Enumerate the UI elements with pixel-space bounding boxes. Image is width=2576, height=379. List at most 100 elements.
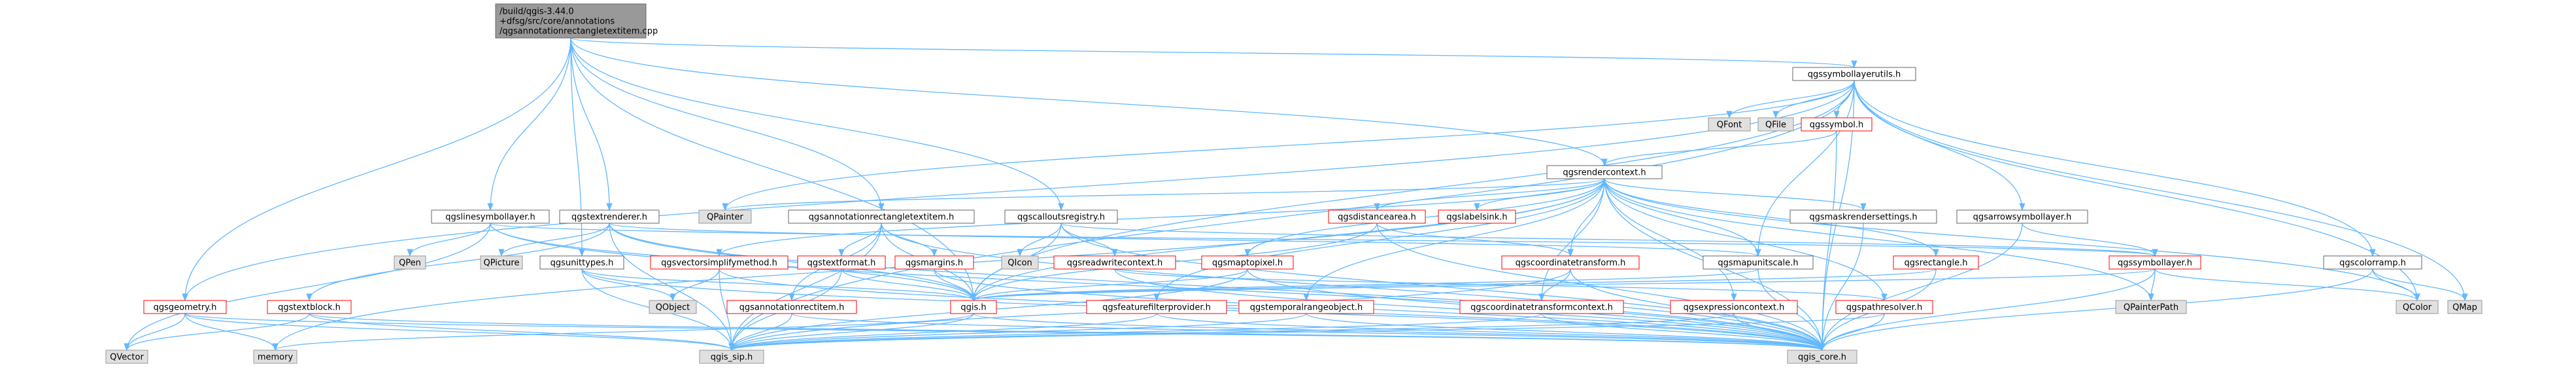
node-label: qgis_sip.h [711, 353, 753, 363]
edge-rendercontext-to-vectorsimplify [716, 178, 1605, 257]
edge-symbol-to-qgis_core [1819, 130, 1837, 352]
edge-rendercontext-to-QPainterPath [1604, 178, 2154, 302]
node-textrenderer[interactable]: qgstextrenderer.h [559, 209, 660, 224]
edge-rendercontext-to-temporalrange [1303, 178, 1605, 302]
node-maskrendersettings[interactable]: qgsmaskrendersettings.h [1789, 209, 1937, 224]
node-calloutsregistry[interactable]: qgscalloutsregistry.h [1004, 209, 1118, 224]
node-exprcontext[interactable]: qgsexpressioncontext.h [1670, 300, 1798, 314]
node-label: qgsdistancearea.h [1338, 213, 1416, 223]
edge-root-to-textrenderer [570, 37, 613, 211]
node-rendercontext[interactable]: qgsrendercontext.h [1546, 165, 1663, 179]
edge-textrenderer-to-textblock [306, 223, 610, 302]
node-box [495, 3, 647, 39]
node-box [699, 350, 764, 364]
node-label: qgsreadwritecontext.h [1067, 259, 1163, 268]
node-label: qgssymbol.h [1810, 120, 1864, 130]
node-box [480, 255, 523, 270]
node-box [726, 300, 857, 314]
node-label: qgslinesymbollayer.h [445, 213, 535, 223]
node-box [1787, 350, 1857, 364]
node-QIcon: QIcon [1001, 255, 1039, 270]
node-label: qgstextformat.h [807, 259, 876, 268]
node-annotrecttextitem[interactable]: qgsannotationrectangletextitem.h [788, 209, 975, 224]
edge-calloutsregistry-to-QIcon [1017, 223, 1062, 257]
node-label: QIcon [1008, 259, 1032, 268]
node-box [2323, 255, 2422, 270]
node-label: qgsarrowsymbollayer.h [1973, 213, 2072, 223]
node-maptopixel[interactable]: qgsmaptopixel.h [1201, 255, 1294, 270]
edge-textformat-to-qgis [841, 268, 977, 302]
node-box [267, 300, 352, 314]
node-box [539, 255, 624, 270]
edge-rendercontext-to-distancearea [1374, 178, 1605, 211]
node-textblock[interactable]: qgstextblock.h [267, 300, 352, 314]
edge-textrenderer-to-mapunitscale [609, 223, 1761, 257]
node-box [394, 255, 426, 270]
node-textformat[interactable]: qgstextformat.h [797, 255, 886, 270]
node-annotrectitem[interactable]: qgsannotationrectitem.h [726, 300, 857, 314]
node-readwritecontext[interactable]: qgsreadwritecontext.h [1053, 255, 1176, 270]
edge-root-to-qgis [570, 37, 977, 302]
node-temporalrange[interactable]: qgstemporalrangeobject.h [1238, 300, 1374, 314]
edge-textrenderer-to-QPicture [498, 223, 610, 257]
edge-rendercontext-to-QColor [1604, 178, 2420, 302]
edge-textrenderer-to-qgis_sip [609, 223, 735, 352]
node-label: qgspathresolver.h [1846, 303, 1922, 313]
node-label: qgsfeaturefilterprovider.h [1102, 303, 1211, 313]
node-labelsink[interactable]: qgslabelsink.h [1438, 209, 1516, 224]
edge-rendercontext-to-pathresolver [1604, 178, 1888, 302]
edge-maskrendersettings-to-qgis_core [1819, 223, 1864, 352]
edge-symbollayerutils-to-QPainter [722, 80, 1855, 211]
edge-margins-to-qgis_core [934, 268, 1825, 352]
node-box [1546, 165, 1663, 179]
node-symbollayerutils[interactable]: qgssymbollayerutils.h [1792, 67, 1916, 81]
node-box [894, 255, 974, 270]
node-symbol[interactable]: qgssymbol.h [1801, 117, 1873, 132]
node-unittypes[interactable]: qgsunittypes.h [539, 255, 624, 270]
node-coordtransformctx[interactable]: qgscoordinatetransformcontext.h [1459, 300, 1624, 314]
edge-temporalrange-to-qgis_core [1306, 313, 1825, 352]
node-qgis_sip: qgis_sip.h [699, 350, 764, 364]
edge-root-to-linesymbollayer [487, 37, 571, 211]
node-colorramp[interactable]: qgscolorramp.h [2323, 255, 2422, 270]
node-qgis[interactable]: qgis.h [950, 300, 997, 314]
edge-arrowsymbollayer-to-symbollayer [2022, 223, 2158, 257]
node-symbollayer[interactable]: qgssymbollayer.h [2109, 255, 2201, 270]
node-arrowsymbollayer[interactable]: qgsarrowsymbollayer.h [1956, 209, 2088, 224]
node-rectangle[interactable]: qgsrectangle.h [1893, 255, 1979, 270]
node-geometry[interactable]: qgsgeometry.h [143, 300, 227, 314]
node-box [1001, 255, 1039, 270]
edge-exprcontext-to-qgis_sip [728, 313, 1735, 352]
node-root[interactable]: /build/qgis-3.44.0+dfsg/src/core/annotat… [495, 3, 658, 39]
edge-unittypes-to-qgis [581, 268, 977, 302]
node-label: qgslabelsink.h [1446, 213, 1507, 223]
node-box [2396, 300, 2439, 314]
node-featurefilter[interactable]: qgsfeaturefilterprovider.h [1086, 300, 1227, 314]
node-margins[interactable]: qgsmargins.h [894, 255, 974, 270]
edge-coordtransformctx-to-qgis_sip [728, 313, 1542, 352]
node-label: qgsvectorsimplifymethod.h [661, 259, 777, 268]
node-mapunitscale[interactable]: qgsmapunitscale.h [1703, 255, 1814, 270]
node-label: qgscolorramp.h [2339, 259, 2406, 268]
node-vectorsimplify[interactable]: qgsvectorsimplifymethod.h [650, 255, 788, 270]
node-label: QPicture [484, 259, 520, 268]
node-box [2447, 300, 2483, 314]
node-pathresolver[interactable]: qgspathresolver.h [1835, 300, 1933, 314]
edge-calloutsregistry-to-readwritecontext [1060, 223, 1118, 257]
node-label: +dfsg/src/core/annotations [500, 17, 615, 27]
node-box [1792, 67, 1916, 81]
node-label: QVector [110, 353, 144, 363]
edge-root-to-rendercontext [570, 37, 1608, 167]
node-coordtransform[interactable]: qgscoordinatetransform.h [1501, 255, 1640, 270]
node-label: QMap [2452, 303, 2477, 313]
node-memory: memory [253, 350, 297, 364]
node-linesymbollayer[interactable]: qgslinesymbollayer.h [431, 209, 550, 224]
node-label: QPen [399, 259, 421, 268]
node-label: /qgsannotationrectangletextitem.cpp [500, 27, 658, 37]
node-QColor: QColor [2396, 300, 2439, 314]
edge-symbollayerutils-to-QFont [1726, 80, 1855, 119]
node-distancearea[interactable]: qgsdistancearea.h [1328, 209, 1426, 224]
node-box [1789, 209, 1937, 224]
node-box [1703, 255, 1814, 270]
edge-rendercontext-to-rectangle [1604, 178, 1939, 257]
